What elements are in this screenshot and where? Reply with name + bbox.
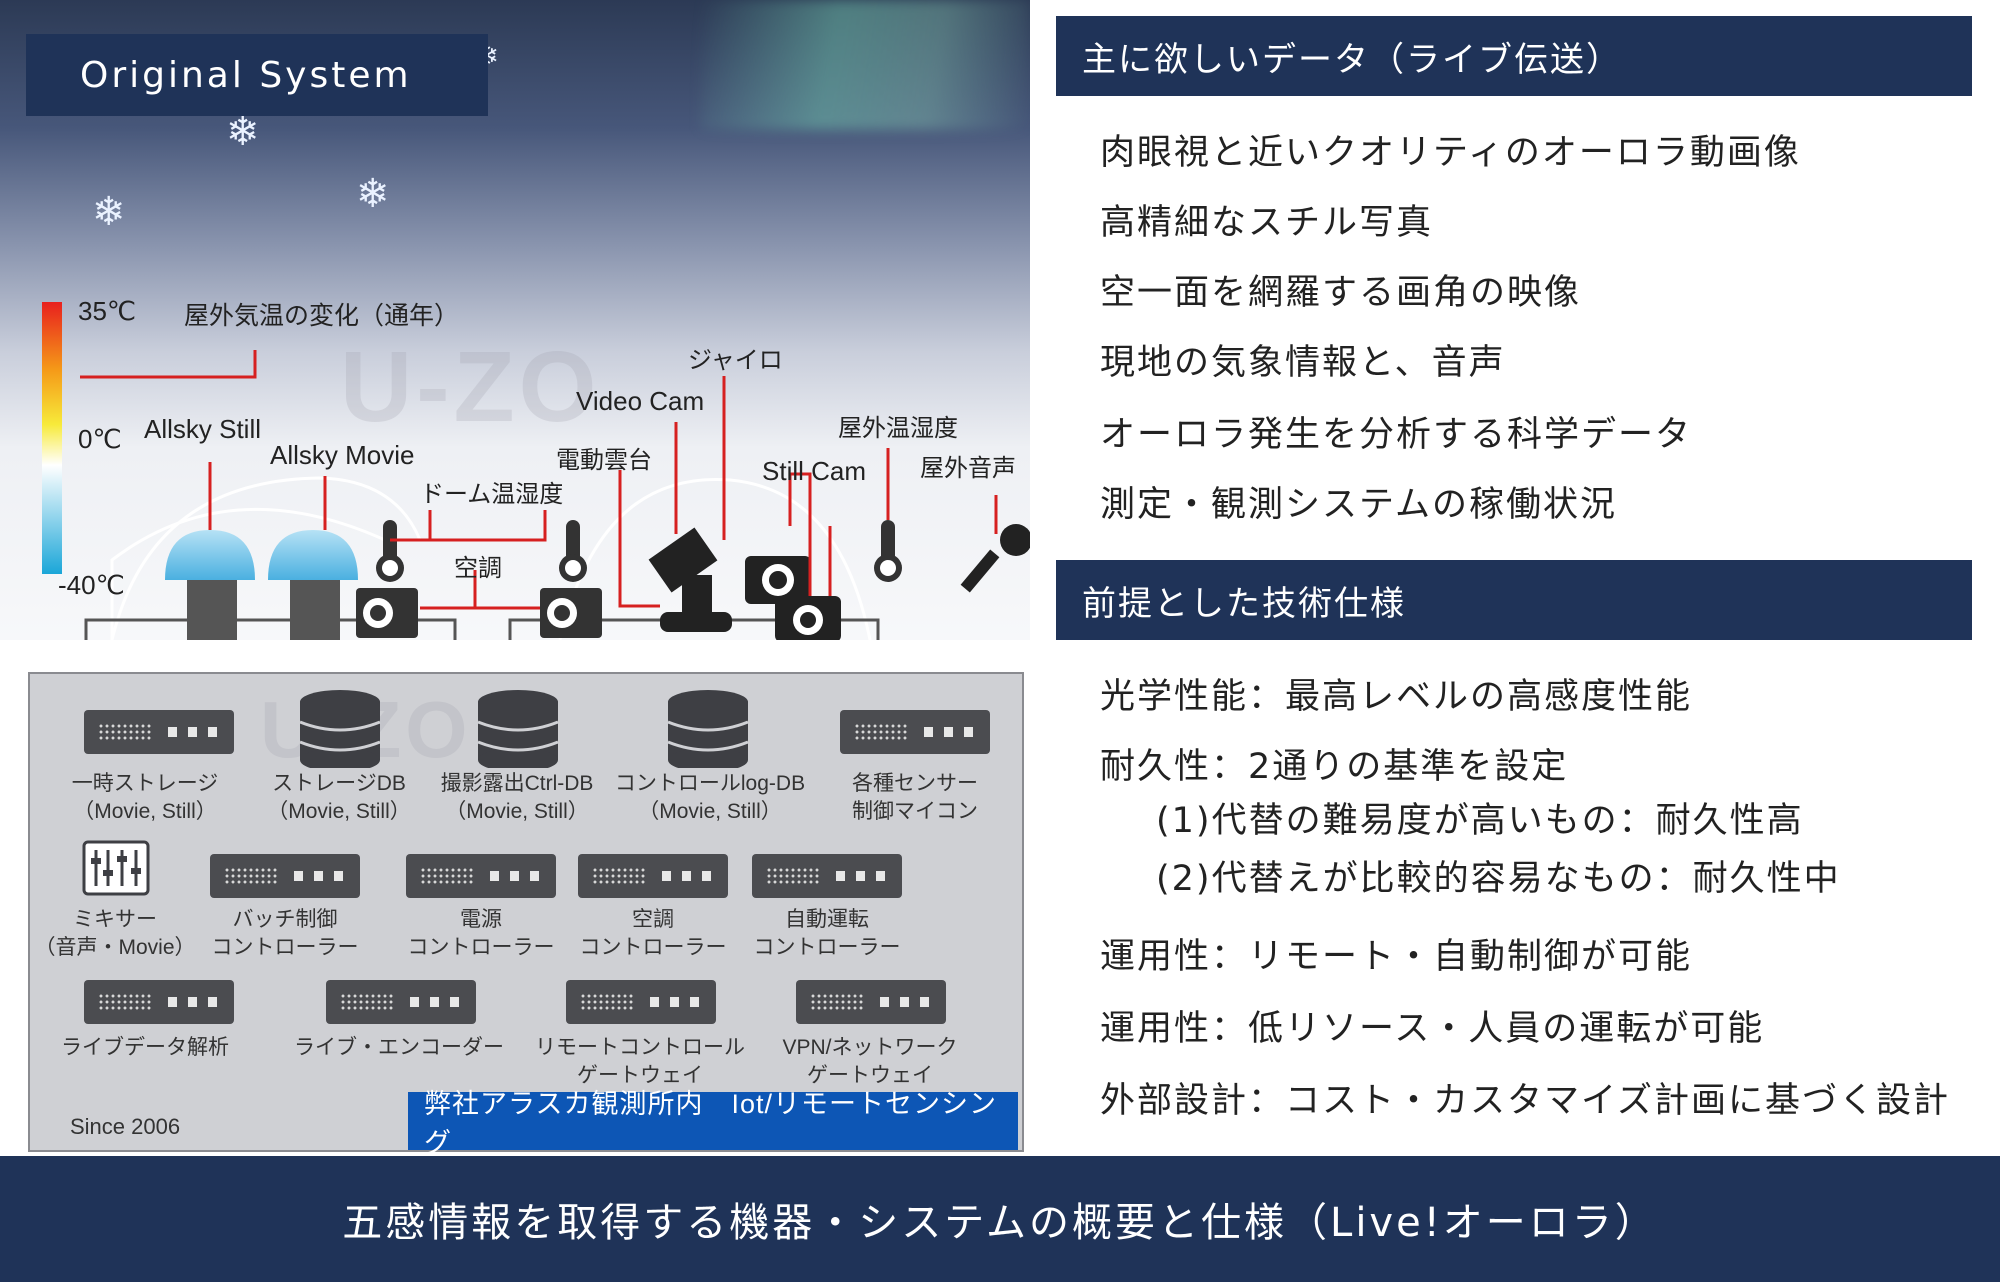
database-icon [299,690,381,768]
rack-label: ミキサー（音声・Movie） [34,908,196,959]
watermark: U-ZO [340,331,601,443]
database-icon [667,690,749,768]
remote-gateway-device-icon [566,980,716,1024]
rack-label: 各種センサー制御マイコン [852,772,978,823]
video-camera-icon [648,527,732,632]
label-video-cam: Video Cam [576,386,705,416]
spec-list-item: 光学性能：最高レベルの高感度性能 [1100,677,1693,717]
spec-list-item: 運用性：低リソース・人員の運転が可能 [1100,1009,1765,1049]
scene-drawing [42,302,1030,640]
snowflake-icon: ❄ [92,189,126,235]
aurora-graphic [700,0,1030,130]
equipment-panel: U-ZO 一時ストレージ（Movie, Still） ストレージDB（Movie… [28,672,1024,1158]
rack-label: VPN/ネットワークゲートウェイ [782,1036,958,1087]
snowflake-icon: ❄ [226,109,260,155]
data-list-item: オーロラ発生を分析する科学データ [1100,415,1693,455]
allsky-movie-dome [268,530,358,580]
mixer-icon [82,840,150,896]
still-camera-icon [745,556,841,640]
label-aircon: 空調 [454,555,502,582]
data-list-item: 高精細なスチル写真 [1100,203,1434,243]
label-allsky-still: Allsky Still [144,414,262,444]
batch-controller-device-icon [210,854,360,898]
rack-label: コントロールlog-DB（Movie, Still） [614,772,806,823]
rack-label: 空調コントローラー [579,908,727,959]
temperature-scale-bar [42,302,62,574]
rack-label: 電源コントローラー [407,908,555,959]
data-list-item: 現地の気象情報と、音声 [1100,343,1506,383]
footer-title: 五感情報を取得する機器・システムの概要と仕様（Live!オーロラ） [0,1156,2000,1282]
allsky-still-dome [165,530,255,580]
dome-thermometer-icon [376,520,404,582]
section-heading-spec: 前提とした技術仕様 [1056,560,1972,640]
microphone-icon [960,524,1030,593]
spec-list-item: 外部設計：コスト・カスタマイズ計画に基づく設計 [1100,1081,1950,1121]
rack-label: 撮影露出Ctrl-DB（Movie, Still） [440,772,594,823]
legend-high: 35℃ [78,296,137,326]
rack-label: リモートコントロールゲートウェイ [535,1036,745,1087]
live-analysis-device-icon [84,980,234,1024]
live-encoder-device-icon [326,980,476,1024]
label-allsky-movie: Allsky Movie [270,440,415,470]
spec-sub-item: (1)代替の難易度が高いもの：耐久性高 [1156,801,1804,841]
section-heading-data: 主に欲しいデータ（ライブ伝送） [1056,16,1972,96]
aircon-unit-icon-2 [540,588,602,638]
spec-list-item: 運用性：リモート・自動制御が可能 [1100,937,1693,977]
rack-label: ライブデータ解析 [61,1036,229,1059]
database-icon [477,690,559,768]
label-outdoor-audio: 屋外音声 [920,455,1016,482]
legend-mid: 0℃ [78,424,122,454]
label-pan-tilt: 電動雲台 [556,447,652,474]
label-dome-temp: ドーム温湿度 [420,481,564,508]
aircon-unit-icon [356,588,418,638]
sensor-controller-device-icon [840,710,990,754]
dome-thermometer-icon-2 [559,520,587,582]
label-still-cam: Still Cam [762,456,867,486]
rack-label: バッチ制御コントローラー [211,908,359,959]
aircon-controller-device-icon [578,854,728,898]
snowflake-icon: ❄ [356,171,390,217]
since-year: Since 2006 [70,1114,181,1139]
outdoor-thermometer-icon [874,520,902,582]
spec-sub-item: (2)代替えが比較的容易なもの：耐久性中 [1156,859,1841,899]
rack-label: ライブ・エンコーダー [294,1036,504,1059]
power-controller-device-icon [406,854,556,898]
spec-list-item: 耐久性：2通りの基準を設定 [1100,747,1569,787]
site-caption: 弊社アラスカ観測所内 Iot/リモートセンシング [408,1089,1018,1158]
rack-label: 一時ストレージ（Movie, Still） [71,772,219,823]
label-outdoor-temp: 屋外温湿度 [838,415,958,442]
legend-low: -40℃ [58,570,125,600]
auto-controller-device-icon [752,854,902,898]
vpn-gateway-device-icon [796,980,946,1024]
data-list-item: 肉眼視と近いクオリティのオーロラ動画像 [1100,133,1801,173]
system-title: Original System [26,34,488,116]
rack-label: ストレージDB（Movie, Still） [267,772,411,823]
rack-label: 自動運転コントローラー [753,908,901,959]
data-list-item: 空一面を網羅する画角の映像 [1100,273,1582,313]
data-list-item: 測定・観測システムの稼働状況 [1100,485,1617,525]
label-gyro: ジャイロ [688,347,783,374]
system-illustration: ❄ ❄ ❄ ❄ U-ZO [0,0,1030,640]
legend-caption: 屋外気温の変化（通年） [184,302,460,330]
temp-storage-device-icon [84,710,234,754]
